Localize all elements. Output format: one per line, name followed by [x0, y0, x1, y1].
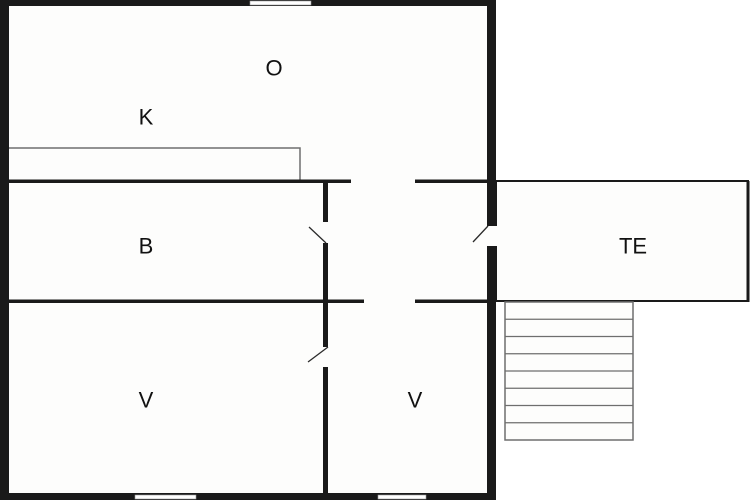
outer-walls — [0, 0, 496, 500]
room-label-o: O — [265, 56, 282, 81]
room-labels: O K B TE V V — [139, 56, 647, 413]
wall-left — [0, 0, 9, 500]
bedroom-door — [308, 222, 329, 244]
wall-lower-right — [415, 299, 487, 303]
room-label-te: TE — [619, 234, 647, 259]
v-room-door — [307, 346, 329, 367]
door-leaf — [472, 225, 489, 243]
kitchen-counter — [9, 147, 301, 181]
terrace-door — [472, 225, 497, 246]
wall-lower-left — [9, 299, 364, 303]
wall-top — [0, 0, 496, 6]
floor-area — [9, 6, 487, 493]
bottom-right-window — [377, 494, 427, 500]
doors — [307, 222, 497, 367]
interior-walls — [9, 179, 487, 493]
door-opening — [323, 222, 329, 243]
wall-bottom — [0, 493, 496, 500]
door-leaf — [308, 226, 327, 244]
terrace-outline — [495, 180, 749, 302]
wall-right — [487, 0, 496, 500]
room-label-b: B — [139, 234, 154, 259]
staircase — [504, 301, 634, 441]
room-label-v-right: V — [408, 388, 423, 413]
wall-vertical-middle — [323, 181, 328, 493]
wall-upper-left — [9, 179, 351, 183]
wall-upper-right — [415, 179, 487, 183]
door-leaf — [307, 346, 329, 363]
room-label-k: K — [139, 105, 154, 130]
room-label-v-left: V — [139, 388, 154, 413]
terrace — [495, 180, 750, 302]
top-window — [249, 0, 312, 6]
bottom-left-window — [134, 494, 197, 500]
door-opening — [323, 347, 329, 367]
door-opening — [487, 226, 497, 246]
windows — [134, 0, 427, 500]
